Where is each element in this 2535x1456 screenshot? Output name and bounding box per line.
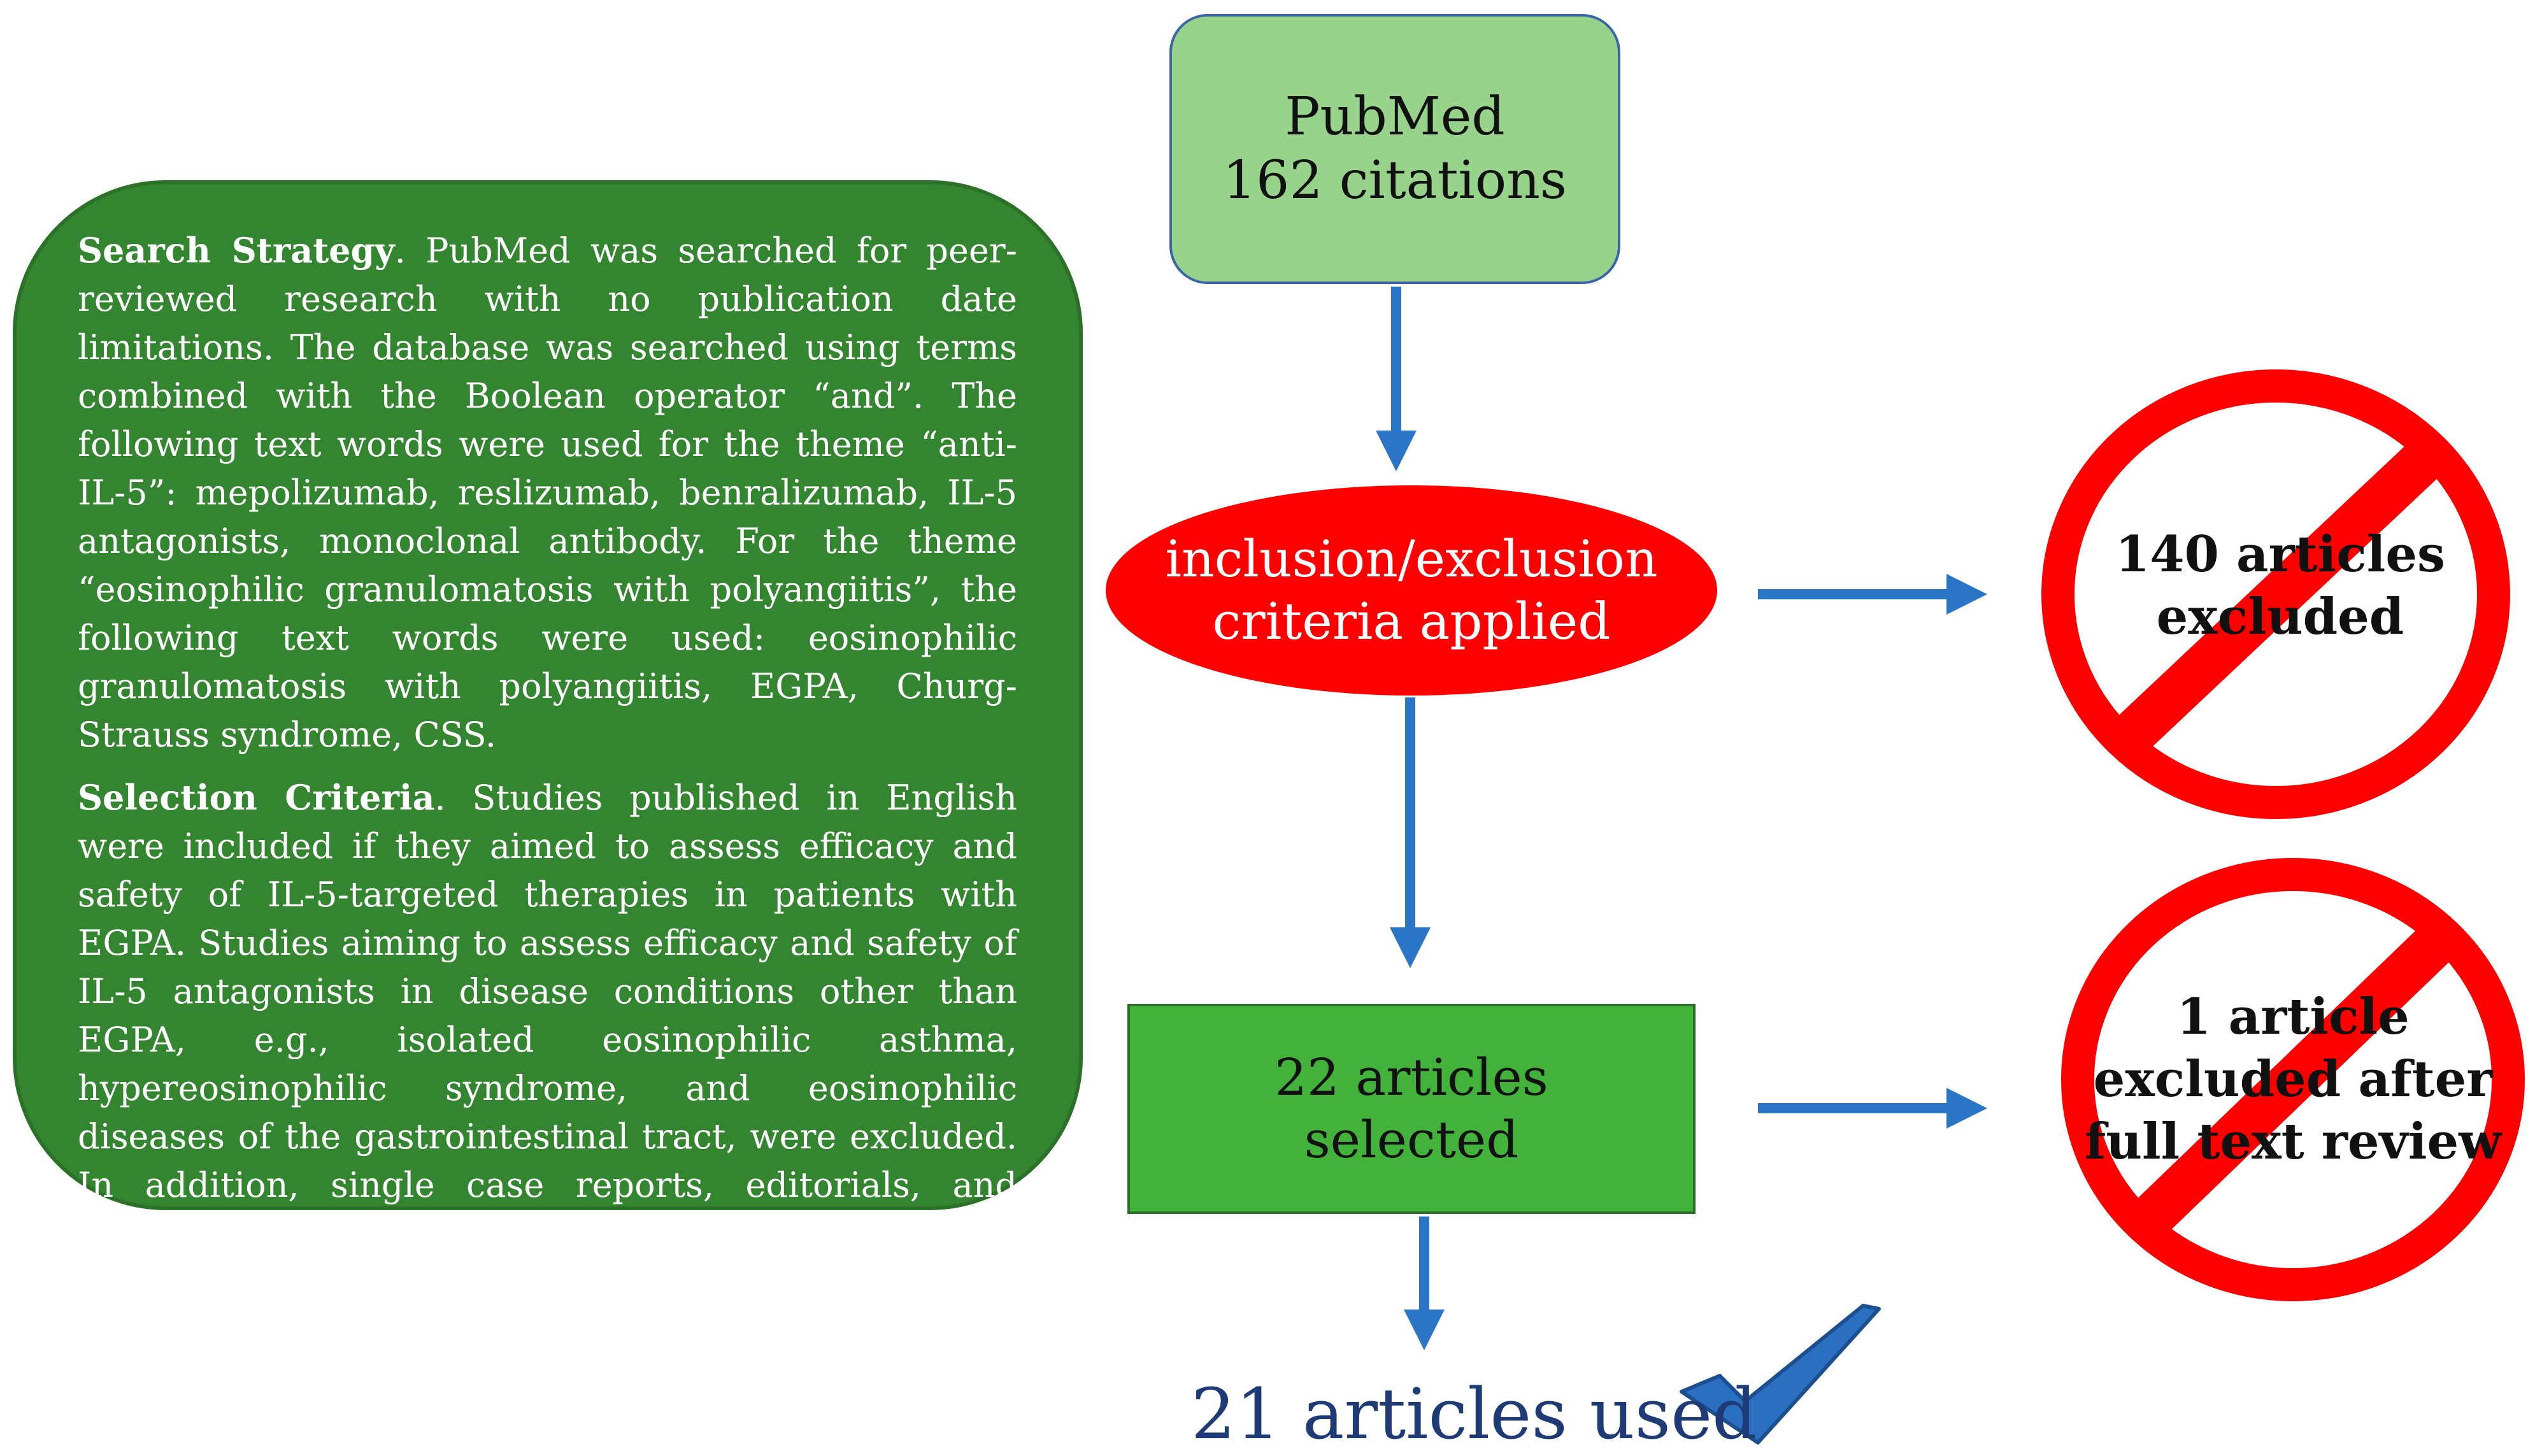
selection-criteria-heading: Selection Criteria	[78, 777, 435, 818]
selected-line-2: selected	[1304, 1110, 1519, 1169]
excluded-2-line-2: excluded after	[2093, 1050, 2493, 1108]
excluded-label-1: 140 articles excluded	[2051, 522, 2510, 650]
selected-box: 22 articles selected	[1127, 1004, 1696, 1214]
criteria-line-2: criteria applied	[1212, 592, 1611, 651]
excluded-1-line-1: 140 articles	[2115, 525, 2445, 583]
selected-line-1: 22 articles	[1275, 1048, 1548, 1107]
pubmed-box: PubMed 162 citations	[1169, 14, 1620, 284]
excluded-1-line-2: excluded	[2156, 588, 2404, 646]
criteria-line-1: inclusion/exclusion	[1165, 529, 1658, 589]
excluded-2-line-3: full text review	[2084, 1113, 2502, 1171]
articles-used-label: 21 articles used	[1191, 1373, 1757, 1455]
excluded-2-line-1: 1 article	[2176, 988, 2410, 1046]
checkmark-icon	[1680, 1304, 1881, 1445]
criteria-ellipse: inclusion/exclusion criteria applied	[1106, 485, 1717, 696]
pubmed-title: PubMed	[1285, 87, 1505, 147]
prohibition-icon	[2061, 858, 2525, 1301]
search-strategy-text: Search Strategy. PubMed was searched for…	[78, 226, 1017, 1258]
search-strategy-box	[13, 180, 1083, 1210]
search-strategy-body: . PubMed was searched for peer-reviewed …	[78, 231, 1017, 755]
excluded-label-2: 1 article excluded after full text revie…	[2064, 981, 2522, 1178]
selection-criteria-paragraph: Selection Criteria. Studies published in…	[78, 773, 1017, 1258]
search-strategy-paragraph: Search Strategy. PubMed was searched for…	[78, 226, 1017, 759]
search-strategy-heading: Search Strategy	[78, 230, 395, 271]
selection-criteria-body: . Studies published in English were incl…	[78, 778, 1017, 1253]
pubmed-citations: 162 citations	[1222, 150, 1567, 211]
prohibition-icon	[2041, 369, 2510, 819]
